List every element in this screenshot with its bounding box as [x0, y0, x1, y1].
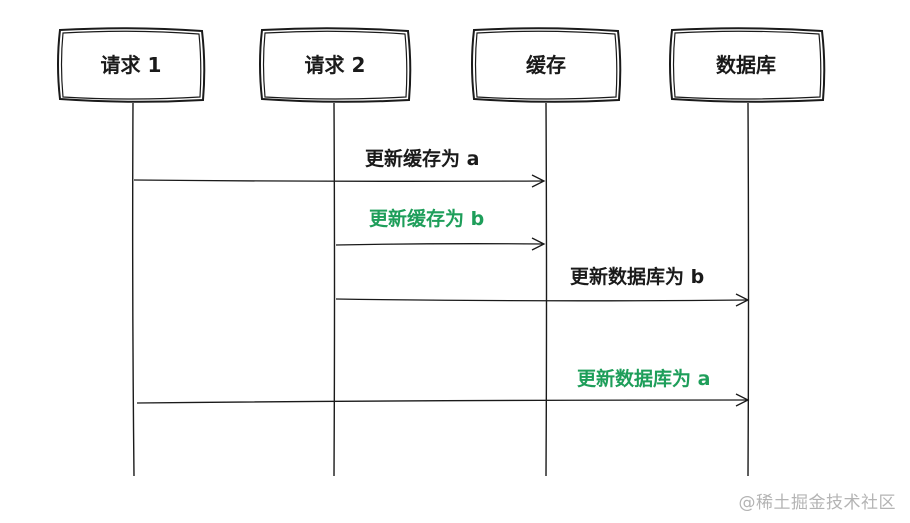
arrowhead-icon	[735, 293, 750, 307]
arrowhead-icon	[531, 237, 546, 251]
message-arrow	[335, 298, 748, 302]
message-arrow	[133, 179, 544, 182]
message-label: 更新数据库为 a	[577, 367, 710, 390]
message-update-cache-b: 更新缓存为 b	[335, 207, 546, 251]
message-update-db-b: 更新数据库为 b	[335, 265, 750, 307]
message-label: 更新缓存为 b	[369, 207, 484, 230]
message-arrow	[136, 399, 748, 404]
message-label: 更新缓存为 a	[365, 147, 479, 170]
participant-label: 请求 2	[305, 53, 366, 77]
message-update-db-a: 更新数据库为 a	[136, 367, 750, 407]
message-arrow	[335, 243, 544, 246]
participant-label: 请求 1	[101, 53, 162, 77]
watermark: @稀土掘金技术社区	[738, 493, 896, 513]
lifeline-request-1	[131, 102, 135, 477]
lifeline-database	[747, 102, 750, 477]
arrowhead-icon	[735, 393, 750, 407]
participant-cache: 缓存	[471, 27, 622, 103]
participant-request-2: 请求 2	[259, 27, 412, 103]
arrowhead-icon	[531, 174, 546, 188]
lifeline-cache	[545, 102, 548, 477]
lifeline-request-2	[333, 102, 336, 477]
message-update-cache-a: 更新缓存为 a	[133, 147, 546, 188]
participant-database: 数据库	[669, 27, 826, 103]
participant-label: 缓存	[526, 53, 566, 77]
participant-label: 数据库	[716, 53, 776, 77]
participant-request-1: 请求 1	[57, 27, 206, 103]
message-label: 更新数据库为 b	[570, 265, 704, 288]
